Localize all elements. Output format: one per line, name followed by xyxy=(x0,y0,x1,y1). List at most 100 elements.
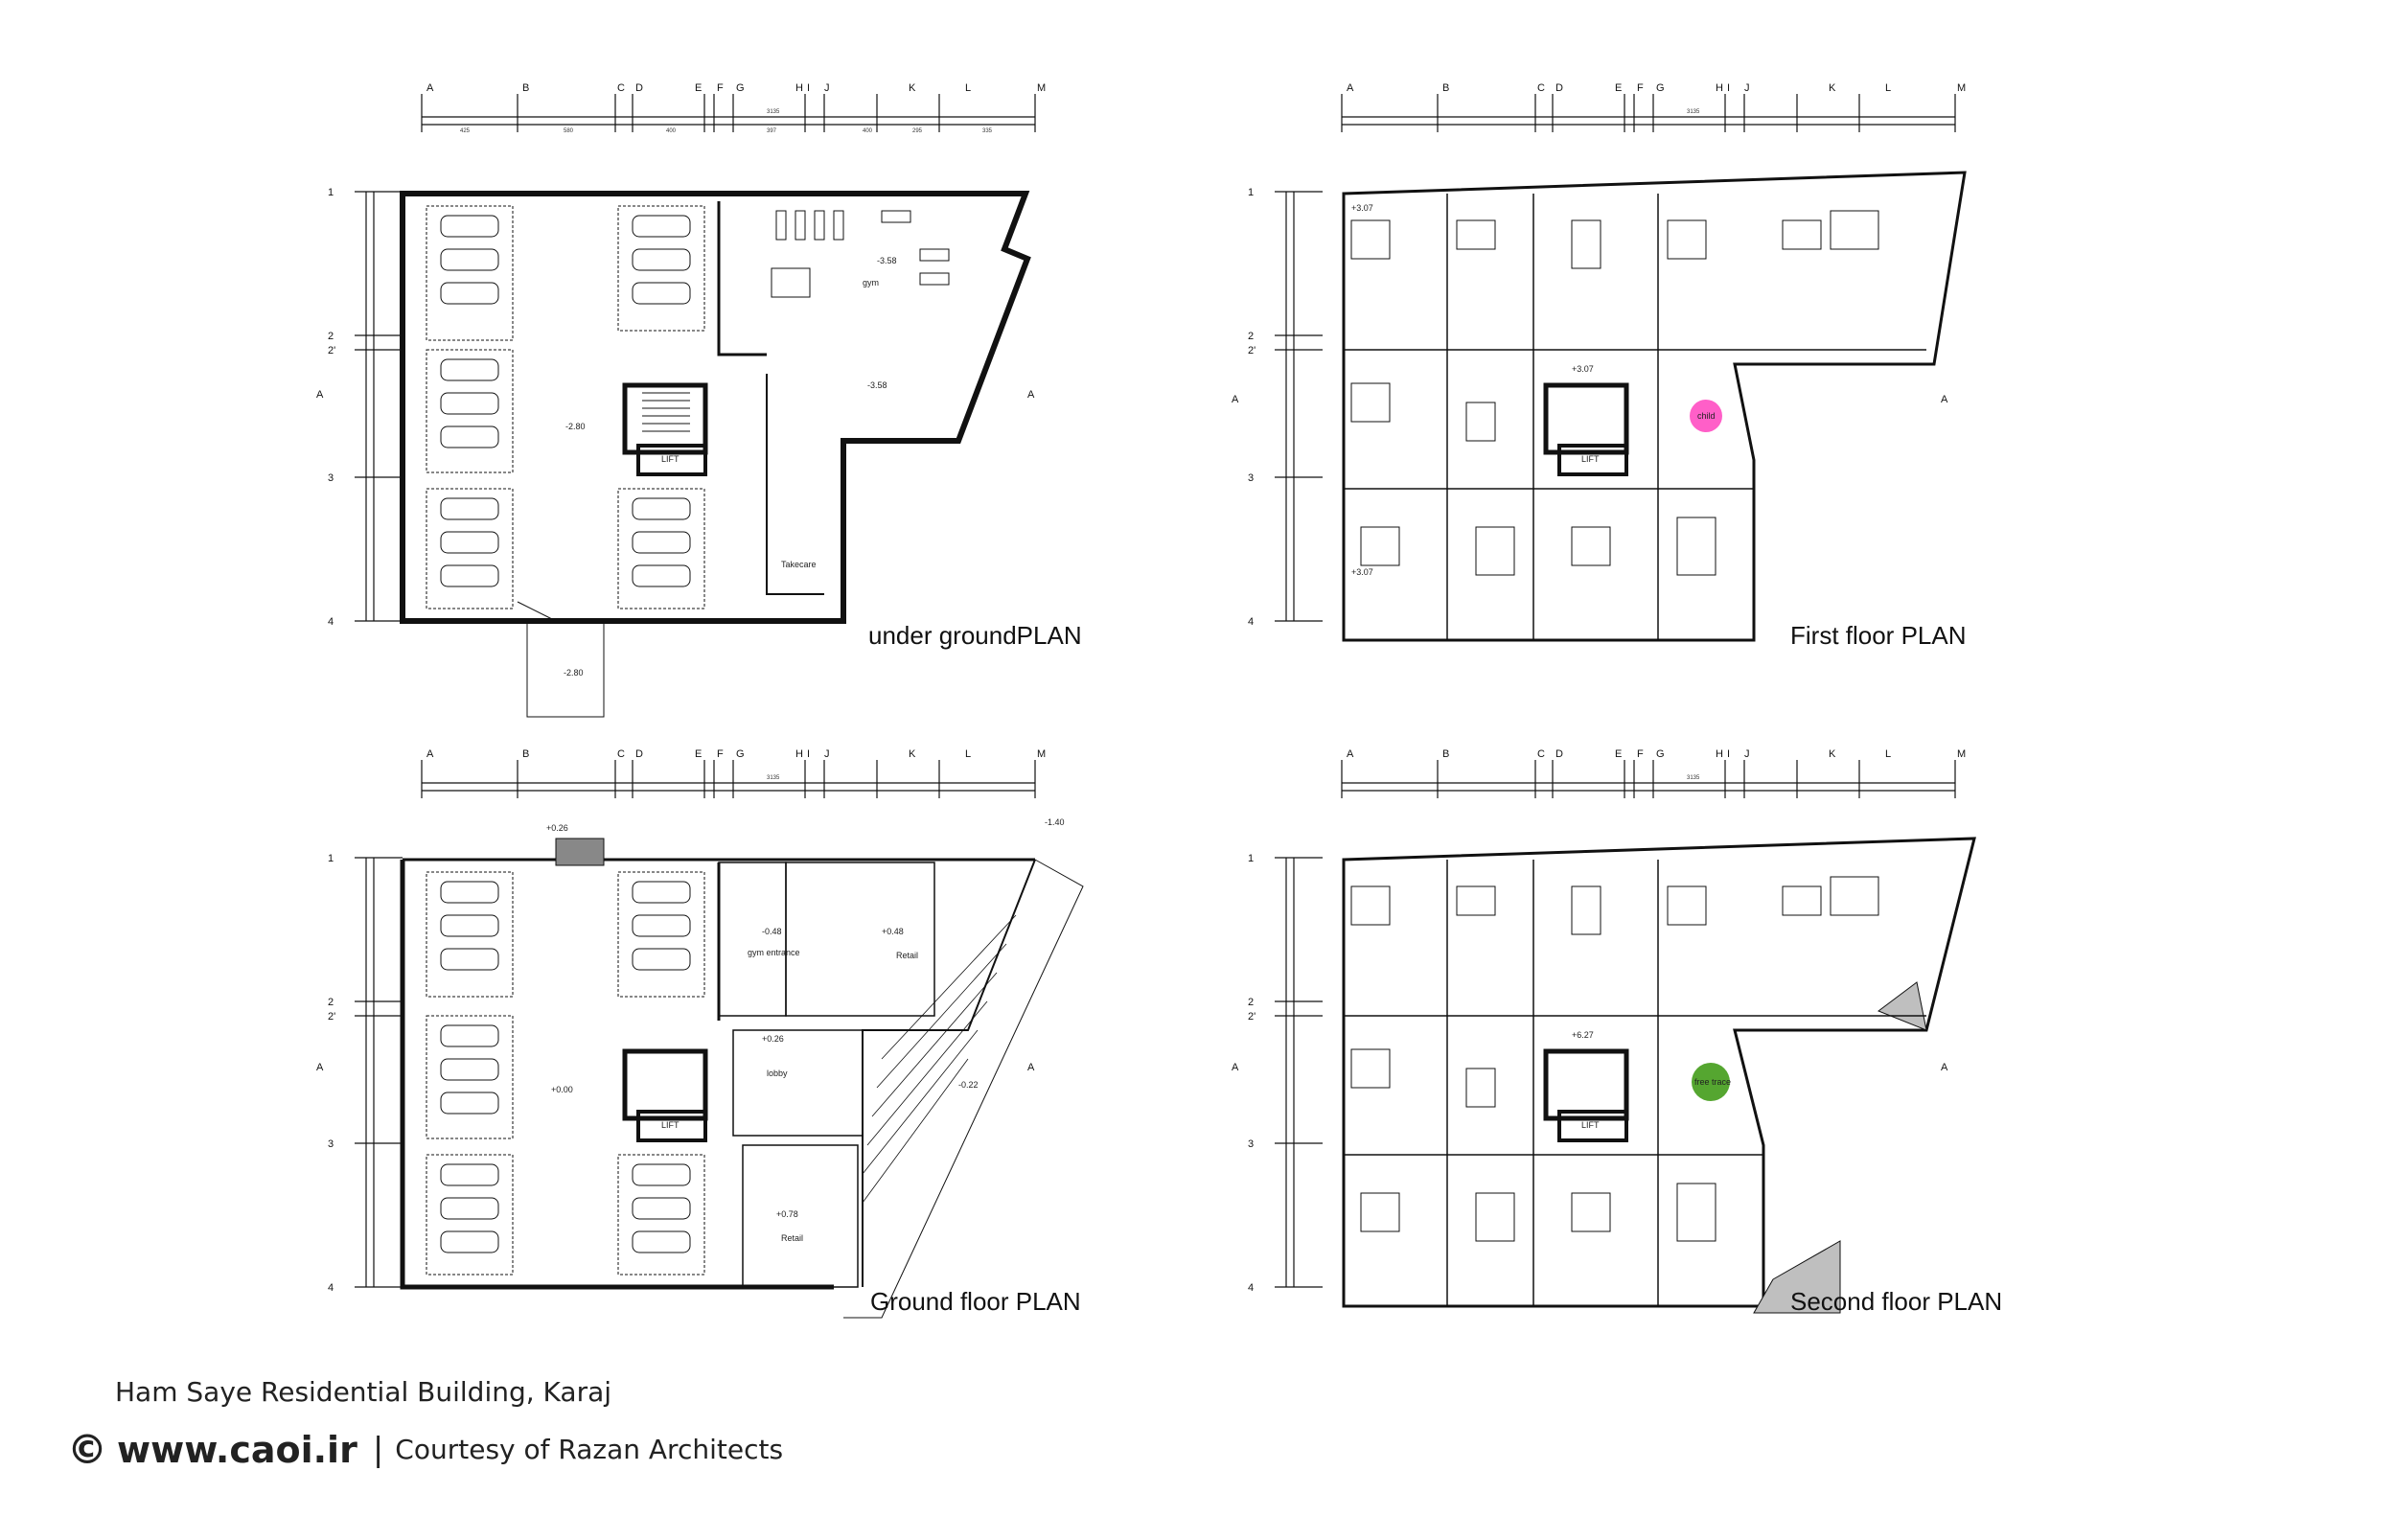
row-label: 2 xyxy=(1248,997,1254,1008)
section-marker: A xyxy=(1232,1062,1239,1073)
col-label: I xyxy=(807,82,810,94)
section-marker: A xyxy=(316,1062,324,1073)
plan-title: Ground floor PLAN xyxy=(870,1287,1081,1316)
row-label: 2 xyxy=(1248,331,1254,342)
section-marker: A xyxy=(1941,1062,1948,1073)
walls xyxy=(1342,171,1967,642)
col-label: K xyxy=(909,82,916,94)
col-label: A xyxy=(426,82,434,94)
column-grid-header xyxy=(421,760,1036,798)
first-floor-plan: A B C D E F G H I J K L M 3135 1 2 2' 3 … xyxy=(1232,82,1967,650)
room-label: LIFT xyxy=(1581,1120,1600,1130)
row-grid xyxy=(355,857,403,1288)
row-label: 2' xyxy=(328,345,335,356)
row-label: 2' xyxy=(1248,1011,1256,1023)
level-tag: +0.00 xyxy=(551,1085,573,1094)
row-grid xyxy=(1275,857,1323,1288)
row-label: 4 xyxy=(328,1282,334,1294)
col-label: L xyxy=(965,748,971,760)
column-labels: A B C D E F G H I J K L M 3135 xyxy=(1347,82,1966,115)
section-marker: A xyxy=(1232,394,1239,405)
row-label: 2 xyxy=(328,997,334,1008)
span-width: 425 xyxy=(460,128,471,134)
col-label: B xyxy=(522,82,529,94)
room-label: gym entrance xyxy=(748,948,800,957)
level-tag: -1.40 xyxy=(1045,817,1065,827)
section-marker: A xyxy=(316,389,324,401)
col-label: J xyxy=(824,82,830,94)
col-label: B xyxy=(1442,748,1449,760)
col-label: H xyxy=(1716,748,1723,760)
room-label: Retail xyxy=(896,951,918,960)
col-label: E xyxy=(1615,82,1622,94)
row-labels: 1 2 2' 3 4 A A xyxy=(316,187,1035,628)
span-width: 400 xyxy=(666,128,677,134)
level-tag: +3.07 xyxy=(1572,364,1594,374)
level-tag: +6.27 xyxy=(1572,1030,1594,1040)
section-marker: A xyxy=(1027,389,1035,401)
child-zone-marker xyxy=(1690,400,1722,432)
col-label: H xyxy=(1716,82,1723,94)
level-tag: +0.48 xyxy=(882,927,904,936)
col-label: B xyxy=(1442,82,1449,94)
underground-plan: A B C D E F G H I J K L M 3135 425 580 4… xyxy=(316,82,1082,718)
col-label: I xyxy=(807,748,810,760)
plan-title: under groundPLAN xyxy=(868,621,1082,650)
row-label: 4 xyxy=(1248,616,1254,628)
span-width: 295 xyxy=(912,128,923,134)
col-label: I xyxy=(1727,748,1730,760)
col-label: J xyxy=(824,748,830,760)
row-label: 3 xyxy=(328,472,334,484)
room-label: free trace xyxy=(1694,1077,1731,1087)
col-label: M xyxy=(1957,82,1966,94)
credit-line: © www.caoi.ir | Courtesy of Razan Archit… xyxy=(67,1426,783,1473)
courtesy-text: Courtesy of Razan Architects xyxy=(395,1434,784,1465)
level-tag: +0.78 xyxy=(776,1209,798,1219)
col-label: G xyxy=(1656,748,1665,760)
row-label: 3 xyxy=(1248,1138,1254,1150)
walls xyxy=(400,838,1084,1319)
level-tag: +3.07 xyxy=(1351,567,1373,577)
credit-separator: | xyxy=(372,1430,384,1469)
row-labels: 1 2 2' 3 4 A A xyxy=(1232,853,1948,1294)
walls xyxy=(400,191,1031,718)
col-label: L xyxy=(1885,82,1891,94)
col-label: L xyxy=(1885,748,1891,760)
row-label: 1 xyxy=(328,187,334,198)
col-label: C xyxy=(617,748,625,760)
level-tag: -2.80 xyxy=(565,422,586,431)
level-tag: -2.80 xyxy=(564,668,584,678)
col-label: F xyxy=(1637,82,1644,94)
col-label: C xyxy=(1537,82,1545,94)
col-label: M xyxy=(1037,748,1046,760)
row-grid xyxy=(355,191,403,622)
stair xyxy=(642,392,690,432)
room-label: child xyxy=(1697,411,1716,421)
col-label: D xyxy=(1555,82,1563,94)
column-grid-header xyxy=(1341,94,1956,132)
span-width: 580 xyxy=(564,128,574,134)
site-link[interactable]: www.caoi.ir xyxy=(117,1428,357,1471)
plan-title: First floor PLAN xyxy=(1790,621,1967,650)
col-label: J xyxy=(1744,748,1750,760)
col-label: F xyxy=(1637,748,1644,760)
col-label: G xyxy=(736,82,745,94)
col-label: K xyxy=(1829,748,1836,760)
col-label: D xyxy=(1555,748,1563,760)
furniture xyxy=(1350,876,1879,1242)
row-labels: 1 2 2' 3 4 A A xyxy=(1232,187,1948,628)
parking-cars xyxy=(440,215,691,587)
total-width: 3135 xyxy=(1687,775,1700,781)
col-label: G xyxy=(1656,82,1665,94)
col-label: C xyxy=(1537,748,1545,760)
level-tag: -3.58 xyxy=(877,256,897,265)
span-width: 397 xyxy=(767,128,777,134)
col-label: F xyxy=(717,82,724,94)
row-label: 2' xyxy=(328,1011,335,1023)
col-label: D xyxy=(635,82,643,94)
col-label: D xyxy=(635,748,643,760)
room-label: LIFT xyxy=(1581,454,1600,464)
gym-equipment xyxy=(771,210,950,298)
row-label: 4 xyxy=(328,616,334,628)
